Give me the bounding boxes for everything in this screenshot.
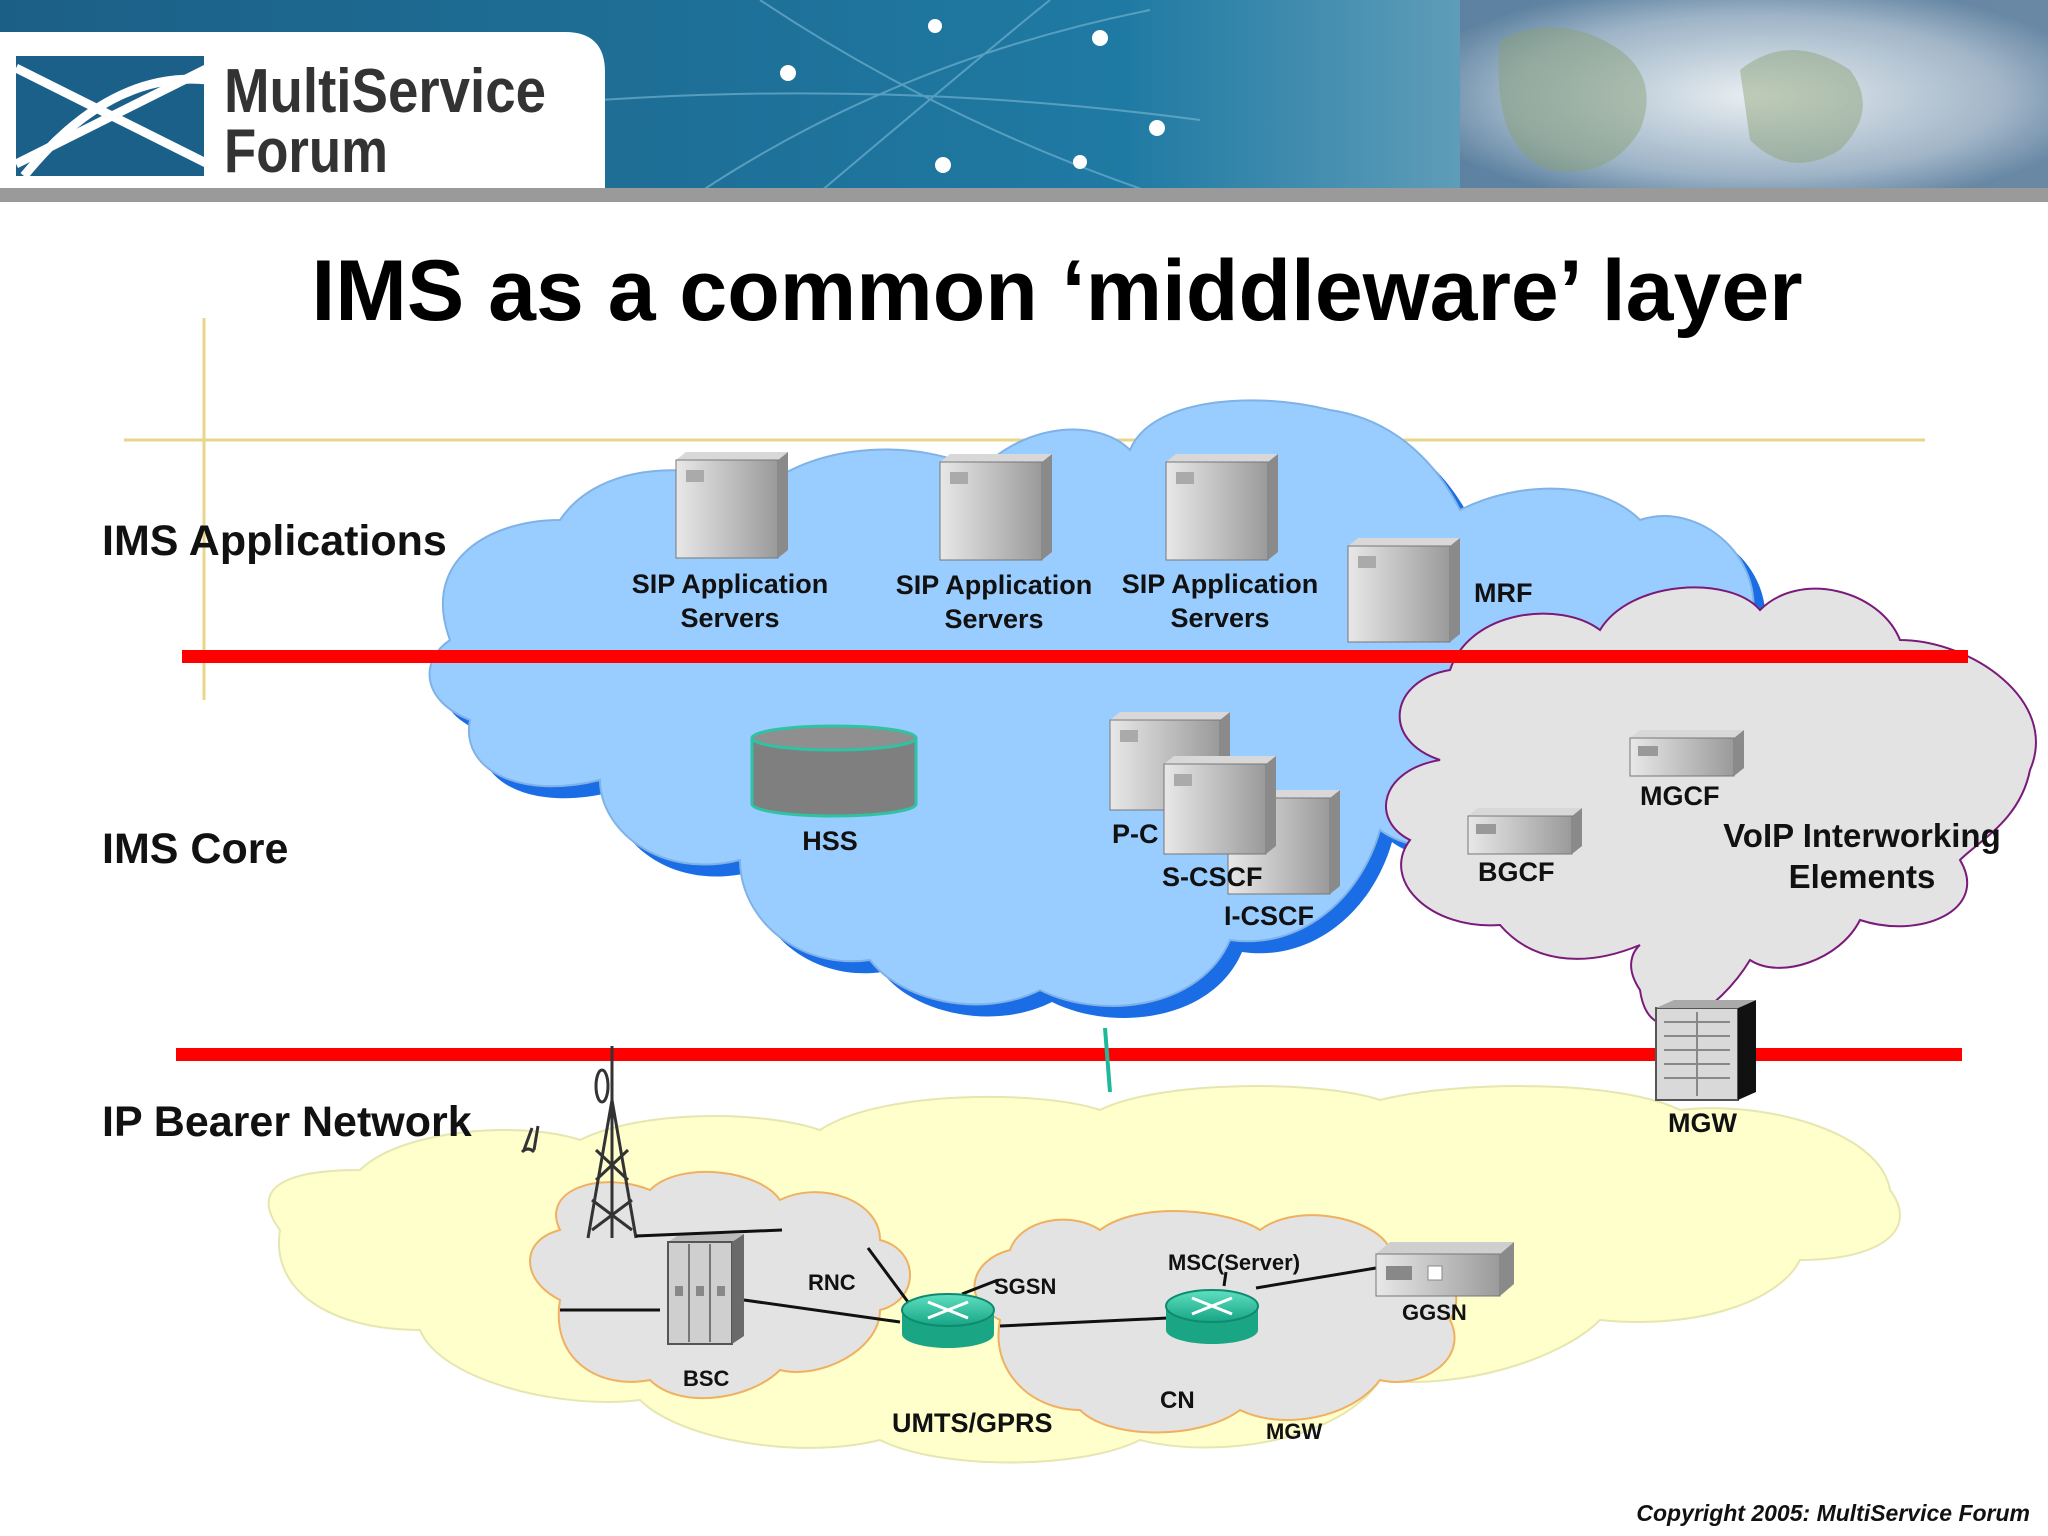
gateway-icon — [1375, 1242, 1514, 1297]
rnc-label: RNC — [808, 1270, 856, 1295]
voip-title-line1: VoIP Interworking — [1723, 817, 2001, 854]
sip2-label-line2: Servers — [944, 604, 1043, 634]
bsc-rack: BSC — [667, 1234, 744, 1391]
router-cn — [1165, 1289, 1259, 1344]
server-icon — [1163, 756, 1276, 855]
bgcf-node: BGCF — [1467, 808, 1582, 887]
msc-label: MSC(Server) — [1168, 1250, 1300, 1275]
gateway-icon — [1467, 808, 1582, 855]
mgcf-node: MGCF — [1629, 730, 1744, 811]
sip3-label-line2: Servers — [1170, 603, 1269, 633]
mgcf-label: MGCF — [1640, 781, 1719, 811]
sip3-label-line1: SIP Application — [1122, 569, 1319, 599]
router-umts — [901, 1293, 995, 1348]
pcscf-label: P-C — [1112, 819, 1159, 849]
server-icon — [939, 454, 1052, 561]
gateway-icon — [1629, 730, 1744, 777]
ggsn-node: GGSN — [1375, 1242, 1514, 1325]
database-icon — [750, 738, 918, 818]
sip1-label-line1: SIP Application — [632, 569, 829, 599]
divider-upper — [182, 650, 1968, 663]
bsc-label: BSC — [683, 1366, 730, 1391]
divider-lower — [176, 1048, 1962, 1061]
logo-line1: MultiService — [224, 57, 546, 126]
icscf-label: I-CSCF — [1224, 901, 1314, 931]
network-links — [560, 1228, 1377, 1328]
server-icon — [675, 452, 788, 559]
page-title: IMS as a common ‘middleware’ layer — [311, 243, 1802, 339]
core-bearer-link — [1103, 1027, 1112, 1093]
mgw-bearer-label: MGW — [1266, 1419, 1322, 1444]
logo: MultiService Forum — [13, 56, 546, 186]
mgw-voip-label: MGW — [1668, 1108, 1737, 1138]
server-icon — [1165, 454, 1278, 561]
sip2-label-line1: SIP Application — [896, 570, 1093, 600]
copyright-footer: Copyright 2005: MultiService Forum — [1636, 1500, 2030, 1526]
bgcf-label: BGCF — [1478, 857, 1555, 887]
server-icon — [1347, 538, 1460, 643]
umts-label: UMTS/GPRS — [892, 1408, 1053, 1438]
mrf-server: MRF — [1347, 538, 1532, 643]
ggsn-label: GGSN — [1402, 1300, 1467, 1325]
hss-label: HSS — [802, 826, 858, 856]
voip-cloud — [1385, 586, 2037, 1026]
scscf-label: S-CSCF — [1162, 862, 1263, 892]
mrf-label: MRF — [1474, 578, 1532, 608]
hss-database: HSS — [750, 724, 918, 856]
layer-label-applications: IMS Applications — [102, 517, 447, 565]
rack-icon — [1655, 1000, 1756, 1101]
sgsn-label: SGSN — [994, 1274, 1056, 1299]
rack-icon — [667, 1234, 744, 1345]
cscf-stack: P-C S-CSCF I-CSCF — [1109, 712, 1340, 931]
sip-server-2: SIP Application Servers — [896, 454, 1093, 634]
sip1-label-line2: Servers — [680, 603, 779, 633]
sip-server-3: SIP Application Servers — [1122, 454, 1319, 633]
router-icon — [1165, 1289, 1259, 1344]
layer-label-bearer: IP Bearer Network — [102, 1098, 472, 1146]
router-icon — [901, 1293, 995, 1348]
sip-server-1: SIP Application Servers — [632, 452, 829, 633]
mgw-rack: MGW — [1655, 1000, 1756, 1138]
voip-title-line2: Elements — [1789, 858, 1936, 895]
radio-tower-icon — [520, 1046, 638, 1239]
layer-label-core: IMS Core — [102, 825, 288, 873]
cn-label: CN — [1160, 1387, 1195, 1414]
logo-line2: Forum — [224, 117, 388, 186]
